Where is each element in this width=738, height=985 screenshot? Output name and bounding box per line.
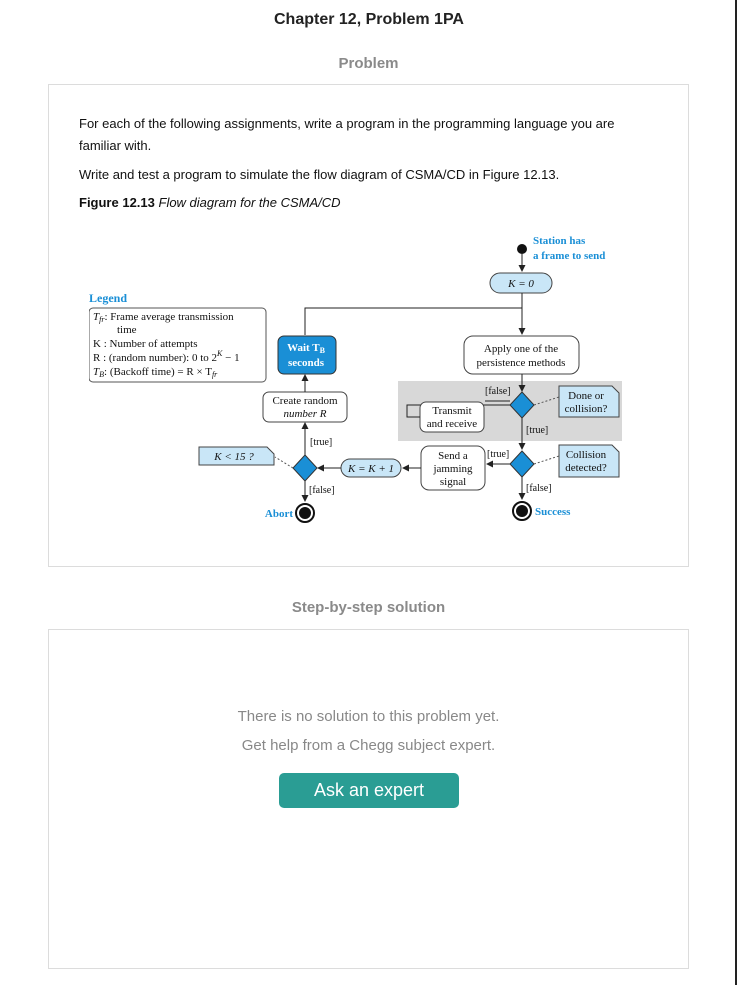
figure-title: Flow diagram for the CSMA/CD <box>158 195 341 210</box>
jamming-line2: jamming <box>432 463 473 475</box>
page-right-border <box>735 0 737 985</box>
k-check-label: K < 15 ? <box>213 451 254 463</box>
legend-tfr: Tfr: Frame average transmission <box>93 311 234 324</box>
wait-line1: Wait TB <box>287 342 326 355</box>
wait-box <box>277 335 337 375</box>
true-label-done: [true] <box>526 425 548 436</box>
legend-box <box>89 307 267 383</box>
abort-label: Abort <box>265 508 293 520</box>
collision-note-box <box>558 444 620 478</box>
persistence-line1: Apply one of the <box>484 343 558 355</box>
create-random-line2: number R <box>283 408 326 420</box>
legend-k: K : Number of attempts <box>93 338 197 350</box>
figure-caption: Figure 12.13 Flow diagram for the CSMA/C… <box>79 195 341 210</box>
start-node <box>517 244 527 254</box>
problem-task: Write and test a program to simulate the… <box>79 167 560 182</box>
transmit-line1: Transmit <box>432 405 471 417</box>
legend-time: time <box>117 324 137 336</box>
success-label: Success <box>535 506 571 518</box>
no-solution-text: There is no solution to this problem yet… <box>237 708 500 725</box>
false-label-k: [false] <box>309 485 335 496</box>
ask-expert-button[interactable]: Ask an expert <box>279 773 459 808</box>
solution-section-label: Step-by-step solution <box>291 599 446 616</box>
abort-node-inner <box>299 507 311 519</box>
problem-intro: For each of the following assignments, w… <box>79 116 615 153</box>
success-node-inner <box>516 505 528 517</box>
false-label-collision: [false] <box>526 483 552 494</box>
get-help-text: Get help from a Chegg subject expert. <box>241 737 496 754</box>
k-increment-label: K = K + 1 <box>347 463 394 475</box>
problem-card: For each of the following assignments, w… <box>48 84 689 567</box>
k-check-note-box <box>198 446 275 466</box>
jamming-line1: Send a <box>438 450 468 462</box>
transmit-line2: and receive <box>427 418 477 430</box>
done-note-line1: Done or <box>568 390 604 402</box>
solution-card: There is no solution to this problem yet… <box>48 629 689 969</box>
problem-section-label: Problem <box>338 55 399 72</box>
start-note-line1: Station has <box>533 235 586 247</box>
true-label-collision: [true] <box>487 449 509 460</box>
jamming-line3: signal <box>440 476 466 488</box>
decision-k-diamond <box>292 454 318 482</box>
create-random-line1: Create random <box>272 395 337 407</box>
decision-collision-diamond <box>509 450 535 478</box>
legend-r: R : (random number): 0 to 2K − 1 <box>93 349 240 364</box>
legend-tb: TB: (Backoff time) = R × Tfr <box>93 366 218 379</box>
done-note-box <box>558 385 620 418</box>
false-label-transmit: [false] <box>485 386 511 397</box>
legend-title: Legend <box>89 291 127 305</box>
k-zero-label: K = 0 <box>507 278 534 290</box>
page-title: Chapter 12, Problem 1PA <box>274 11 464 28</box>
k-zero-box <box>489 272 553 294</box>
persistence-line2: persistence methods <box>477 357 566 369</box>
collision-note-line1: Collision <box>566 449 607 461</box>
figure-label: Figure 12.13 <box>79 195 155 210</box>
start-note-line2: a frame to send <box>533 250 605 262</box>
collision-note-line2: detected? <box>565 462 607 474</box>
true-label-k: [true] <box>310 437 332 448</box>
done-note-line2: collision? <box>565 403 608 415</box>
wait-line2: seconds <box>288 357 325 369</box>
csma-cd-flow-diagram: Legend Tfr: Frame average transmission t… <box>89 235 622 523</box>
